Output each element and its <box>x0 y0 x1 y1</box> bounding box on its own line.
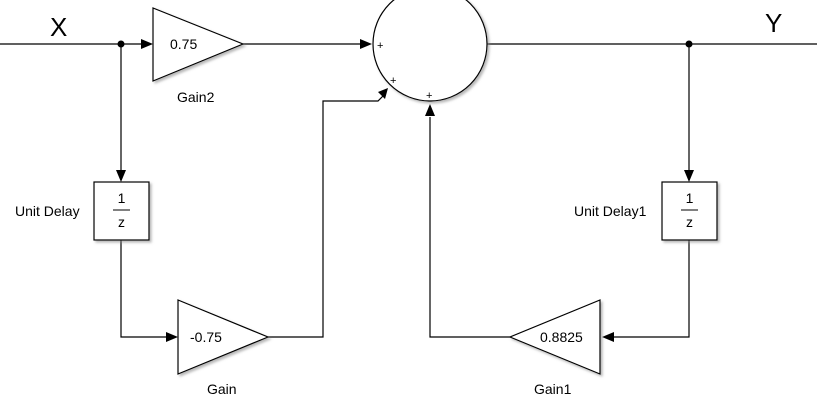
branch-point-y <box>685 40 693 48</box>
gain1-value: 0.8825 <box>540 329 583 345</box>
signal-lines <box>0 43 817 338</box>
arrow-into-gain <box>166 332 178 342</box>
gain-block[interactable]: -0.75 <box>177 299 270 375</box>
unit-delay-denominator: z <box>118 214 125 230</box>
unit-delay-label: Unit Delay <box>15 203 80 219</box>
sum-sign-lowerleft: + <box>390 75 396 87</box>
arrow-into-sum-left <box>360 39 372 49</box>
gain-value: -0.75 <box>190 329 222 345</box>
arrow-into-unit-delay <box>116 170 126 182</box>
sum-sign-bottom: + <box>426 90 432 102</box>
arrow-into-sum-bottom <box>425 104 435 116</box>
unit-delay1-block[interactable]: 1 z <box>661 181 718 241</box>
delay1-to-gain1-line <box>614 240 690 338</box>
unit-delay1-numerator: 1 <box>686 190 694 206</box>
sum-block[interactable]: + + + <box>372 0 488 102</box>
unit-delay1-label: Unit Delay1 <box>574 203 647 219</box>
gain2-value: 0.75 <box>170 36 197 52</box>
gain-to-sum-line <box>268 95 384 338</box>
delay-to-gain-line <box>120 240 167 338</box>
gain1-to-sum-line <box>429 117 510 338</box>
output-signal-label: Y <box>765 8 782 38</box>
unit-delay-block[interactable]: 1 z <box>93 181 150 241</box>
gain1-block[interactable]: 0.8825 <box>508 299 601 375</box>
arrow-into-unit-delay1 <box>684 170 694 182</box>
input-signal-label: X <box>50 12 67 42</box>
gain2-block[interactable]: 0.75 <box>152 7 245 82</box>
arrow-into-gain1 <box>602 332 614 342</box>
arrow-into-gain2 <box>141 39 153 49</box>
arrow-into-sum-lowerleft <box>378 88 388 99</box>
gain-label: Gain <box>207 381 237 397</box>
unit-delay-numerator: 1 <box>118 190 126 206</box>
branch-point-x <box>117 40 125 48</box>
arrowheads <box>116 39 694 342</box>
gain2-label: Gain2 <box>177 89 215 105</box>
sum-sign-left: + <box>377 40 383 52</box>
unit-delay1-denominator: z <box>686 214 693 230</box>
gain1-label: Gain1 <box>534 381 572 397</box>
